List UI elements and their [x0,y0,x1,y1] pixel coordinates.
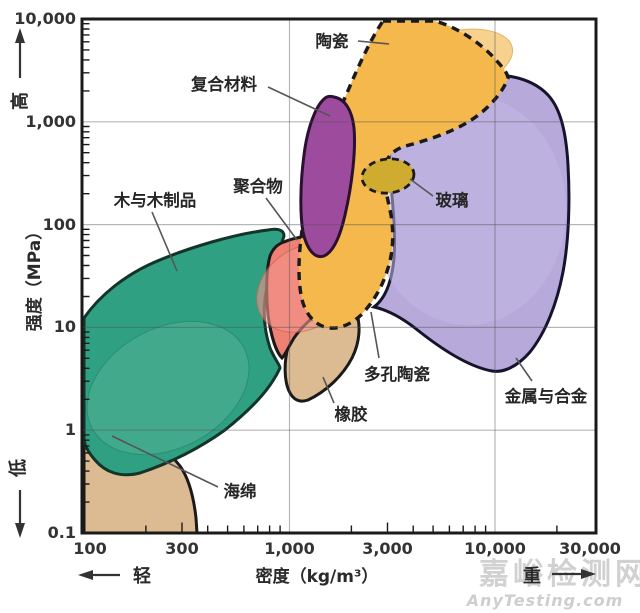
y-tick-0_1: 0.1 [48,523,76,542]
x-heavy-label: 重 [523,565,541,587]
leader-glass [409,178,434,197]
y-tick-10000: 10,000 [14,9,76,28]
x-minor-ticks [145,522,558,532]
x-tick-300: 300 [165,539,198,558]
x-tick-100: 100 [73,539,106,558]
label-rubber: 橡胶 [335,404,369,424]
leader-composites [267,86,331,117]
up-arrow-icon [15,28,25,43]
left-arrow-icon [78,570,93,580]
y-high-label: 高 [9,92,31,110]
y-axis-title: 强度（MPa） [24,223,45,331]
region-glass [360,157,416,195]
y-minor-ticks [83,23,90,503]
y-tick-1000: 1,000 [25,112,76,131]
watermark-url: AnyTesting.com [465,591,624,610]
leader-wood [151,211,178,272]
x-tick-1000: 1,000 [264,539,315,558]
y-tick-1: 1 [65,420,76,439]
leader-polymers [265,197,298,241]
y-low-label: 低 [7,459,29,478]
label-glass: 玻璃 [436,190,469,210]
leader-sponge [111,435,219,488]
x-tick-10000: 10,000 [464,539,526,558]
y-tick-100: 100 [43,215,76,234]
down-arrow-icon [15,523,25,538]
x-light-label: 轻 [133,565,151,587]
plot-frame [80,17,598,535]
leader-porous-ceramics [370,311,380,359]
leader-rubber [322,376,335,404]
x-tick-3000: 3,000 [362,539,413,558]
x-tick-30000: 30,000 [559,539,621,558]
label-composites: 复合材料 [190,74,258,94]
label-ceramics: 陶瓷 [316,31,350,51]
label-porous-ceramics: 多孔陶瓷 [364,364,431,384]
leader-metals [515,357,533,382]
y-tick-10: 10 [54,317,76,336]
label-metals: 金属与合金 [504,386,588,406]
region-wood-inner [86,320,250,456]
leader-ceramics [357,40,390,45]
label-sponge: 海绵 [224,481,257,501]
region-metals-inner [370,95,566,325]
right-arrow-icon [581,569,596,579]
region-composites [299,94,357,259]
x-axis-title: 密度（kg/m³） [256,566,379,587]
label-polymers: 聚合物 [232,176,283,196]
gridlines [82,19,596,533]
label-wood: 木与木制品 [113,190,197,210]
regions-layer [82,19,596,533]
